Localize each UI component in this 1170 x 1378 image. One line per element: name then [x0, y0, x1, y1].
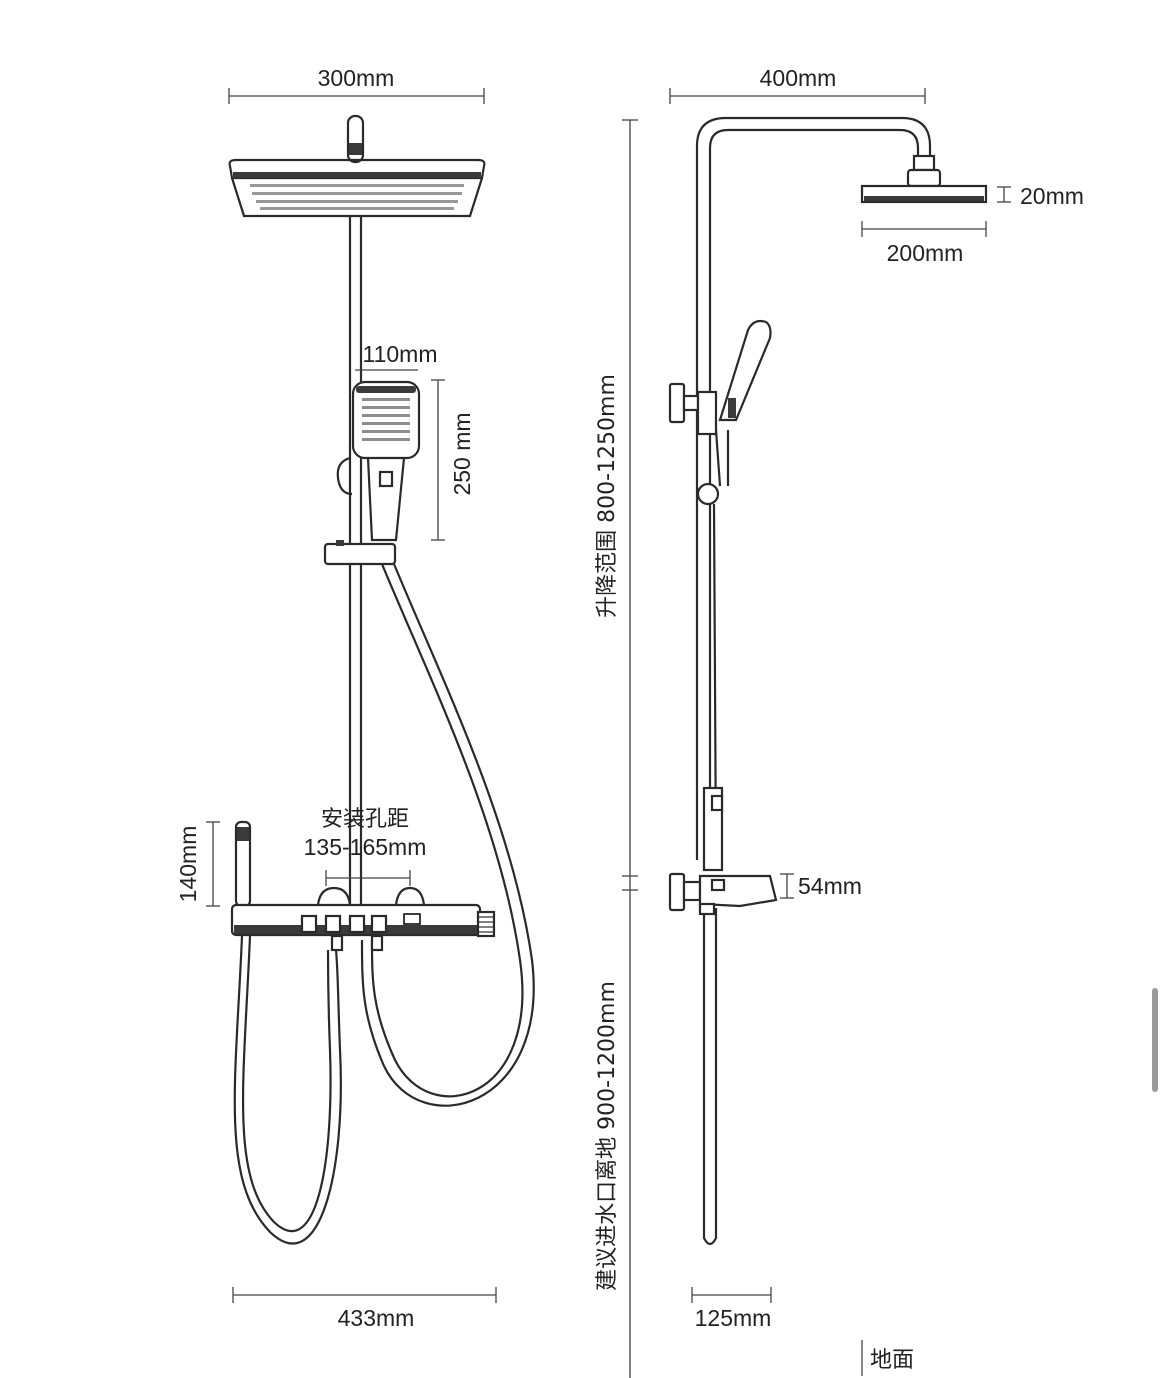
install-spacing-title: 安装孔距	[321, 807, 409, 832]
head-width-label: 300mm	[318, 65, 395, 91]
thermostatic-panel	[230, 886, 496, 952]
side-riser-arm	[695, 116, 942, 860]
front-view: 300mm 110mm	[175, 65, 535, 1331]
spout-height-dimension: 140mm	[175, 821, 220, 907]
head-diameter-dimension: 200mm	[861, 221, 987, 266]
vertical-scrollbar[interactable]	[1152, 988, 1158, 1092]
floor-marker: 地面	[861, 1340, 914, 1376]
handheld-height-dimension: 250 mm	[431, 379, 475, 541]
handheld-shower	[336, 380, 421, 542]
side-handheld	[714, 319, 772, 487]
handheld-hose	[360, 563, 535, 1107]
handheld-width-label: 110mm	[363, 341, 438, 367]
install-spacing-value: 135-165mm	[304, 834, 427, 860]
slider-bracket	[323, 540, 397, 566]
wall-offset-label: 125mm	[695, 1305, 772, 1331]
shelf-height-label: 54mm	[798, 873, 862, 899]
arm-reach-dimension: 400mm	[669, 65, 926, 104]
floor-label: 地面	[870, 1348, 914, 1373]
spout-height-label: 140mm	[175, 826, 201, 903]
shelf-height-dimension: 54mm	[780, 873, 862, 899]
side-shower-head	[860, 184, 988, 204]
riser-top	[346, 114, 365, 164]
tub-spout	[234, 820, 252, 908]
wall-offset-dimension: 125mm	[691, 1287, 772, 1331]
head-thickness-dimension: 20mm	[997, 183, 1084, 209]
handheld-height-label: 250 mm	[449, 412, 475, 495]
head-thickness-label: 20mm	[1020, 183, 1084, 209]
head-diameter-label: 200mm	[887, 240, 964, 266]
head-width-dimension: 300mm	[228, 65, 485, 104]
overhead-shower-head	[228, 158, 486, 218]
panel-width-dimension: 433mm	[232, 1287, 497, 1331]
side-view: 400mm 升降范围 800-1250mm 建议进水口离地 900-1200mm	[595, 65, 1084, 1378]
side-slider-bracket	[668, 382, 720, 506]
arm-reach-label: 400mm	[760, 65, 837, 91]
nozzle-pattern	[250, 184, 464, 210]
install-spacing: 安装孔距 135-165mm	[304, 807, 427, 886]
lift-range-label: 升降范围 800-1250mm	[595, 374, 620, 618]
panel-width-label: 433mm	[338, 1305, 415, 1331]
spout-hose	[233, 935, 342, 1245]
side-panel	[668, 786, 778, 916]
panel-buttons	[300, 914, 388, 934]
handheld-width-dimension: 110mm	[355, 341, 438, 371]
overall-height-line	[622, 119, 638, 1378]
inlet-height-label: 建议进水口离地 900-1200mm	[595, 981, 620, 1291]
